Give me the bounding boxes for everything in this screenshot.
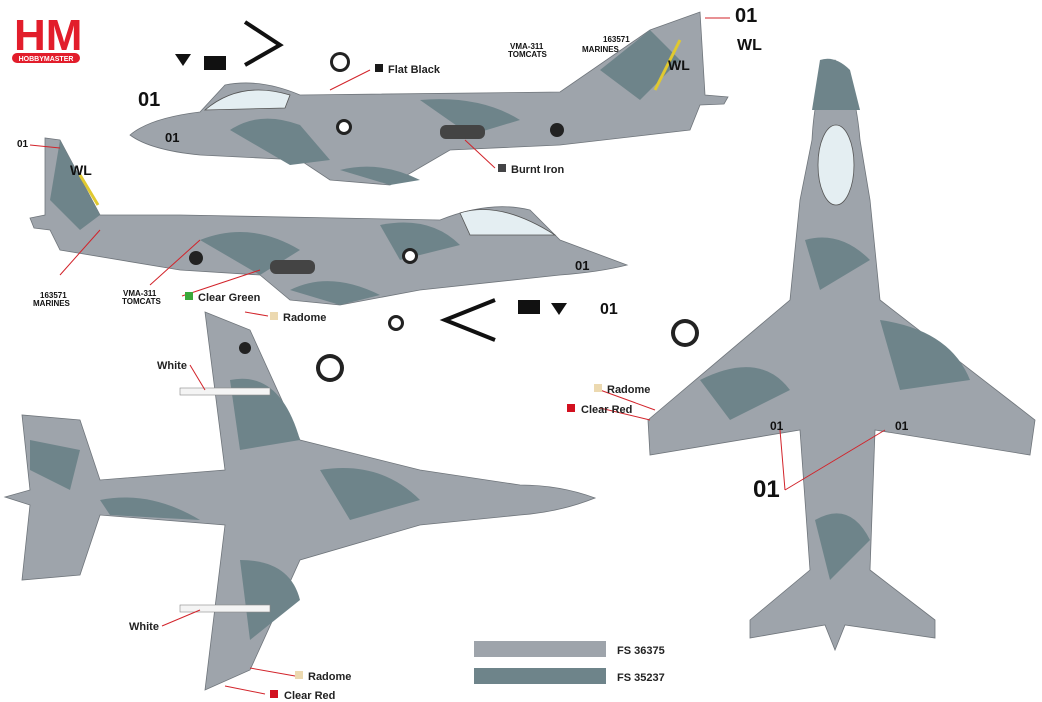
svg-text:FS 35237: FS 35237 xyxy=(617,672,665,684)
svg-text:TOMCATS: TOMCATS xyxy=(508,50,547,59)
top-view: 01 01 xyxy=(647,58,1036,652)
callout-lead-lines xyxy=(29,17,886,695)
national-insignia xyxy=(316,52,699,382)
swatch-fs35237 xyxy=(474,668,606,684)
side-view-right: 01 WL xyxy=(29,137,629,306)
svg-text:WL: WL xyxy=(70,162,92,178)
svg-text:01: 01 xyxy=(753,476,780,503)
svg-text:Radome: Radome xyxy=(607,384,650,396)
svg-text:163571: 163571 xyxy=(603,35,630,44)
svg-text:01: 01 xyxy=(735,5,757,27)
svg-text:MARINES: MARINES xyxy=(33,299,71,308)
svg-text:White: White xyxy=(157,360,187,372)
swatch-fs36375 xyxy=(474,641,606,657)
svg-text:Clear Red: Clear Red xyxy=(581,404,632,416)
svg-text:Clear Red: Clear Red xyxy=(284,690,335,702)
svg-text:01: 01 xyxy=(17,139,29,150)
svg-text:Flat Black: Flat Black xyxy=(388,64,441,76)
hobbymaster-logo: HM HOBBYMASTER xyxy=(12,11,82,63)
bottom-view xyxy=(3,311,597,691)
svg-text:Burnt Iron: Burnt Iron xyxy=(511,164,564,176)
svg-text:WL: WL xyxy=(737,37,762,54)
svg-text:HOBBYMASTER: HOBBYMASTER xyxy=(19,56,74,63)
side-view-left: 01 WL xyxy=(129,11,729,186)
svg-text:01: 01 xyxy=(575,258,589,273)
svg-text:163571: 163571 xyxy=(40,291,67,300)
svg-text:FS 36375: FS 36375 xyxy=(617,645,665,657)
color-legend: FS 36375 FS 35237 xyxy=(474,641,665,684)
svg-text:VMA-311: VMA-311 xyxy=(510,42,544,51)
svg-text:MARINES: MARINES xyxy=(582,45,620,54)
svg-text:White: White xyxy=(129,621,159,633)
svg-text:TOMCATS: TOMCATS xyxy=(122,297,161,306)
decal-samples: 01 WL 01 01 01 01 163571 MARINES VMA-311… xyxy=(17,5,780,503)
svg-text:Radome: Radome xyxy=(308,671,351,683)
svg-text:01: 01 xyxy=(138,89,160,111)
svg-text:01: 01 xyxy=(895,419,909,433)
svg-text:Clear Green: Clear Green xyxy=(198,292,261,304)
svg-text:01: 01 xyxy=(165,130,179,145)
svg-text:WL: WL xyxy=(668,57,690,73)
svg-text:Radome: Radome xyxy=(283,312,326,324)
svg-text:HM: HM xyxy=(14,11,82,60)
color-callouts: Flat Black Burnt Iron Clear Green Radome… xyxy=(129,64,650,702)
svg-text:VMA-311: VMA-311 xyxy=(123,289,157,298)
svg-text:01: 01 xyxy=(770,419,784,433)
svg-text:01: 01 xyxy=(600,301,618,318)
